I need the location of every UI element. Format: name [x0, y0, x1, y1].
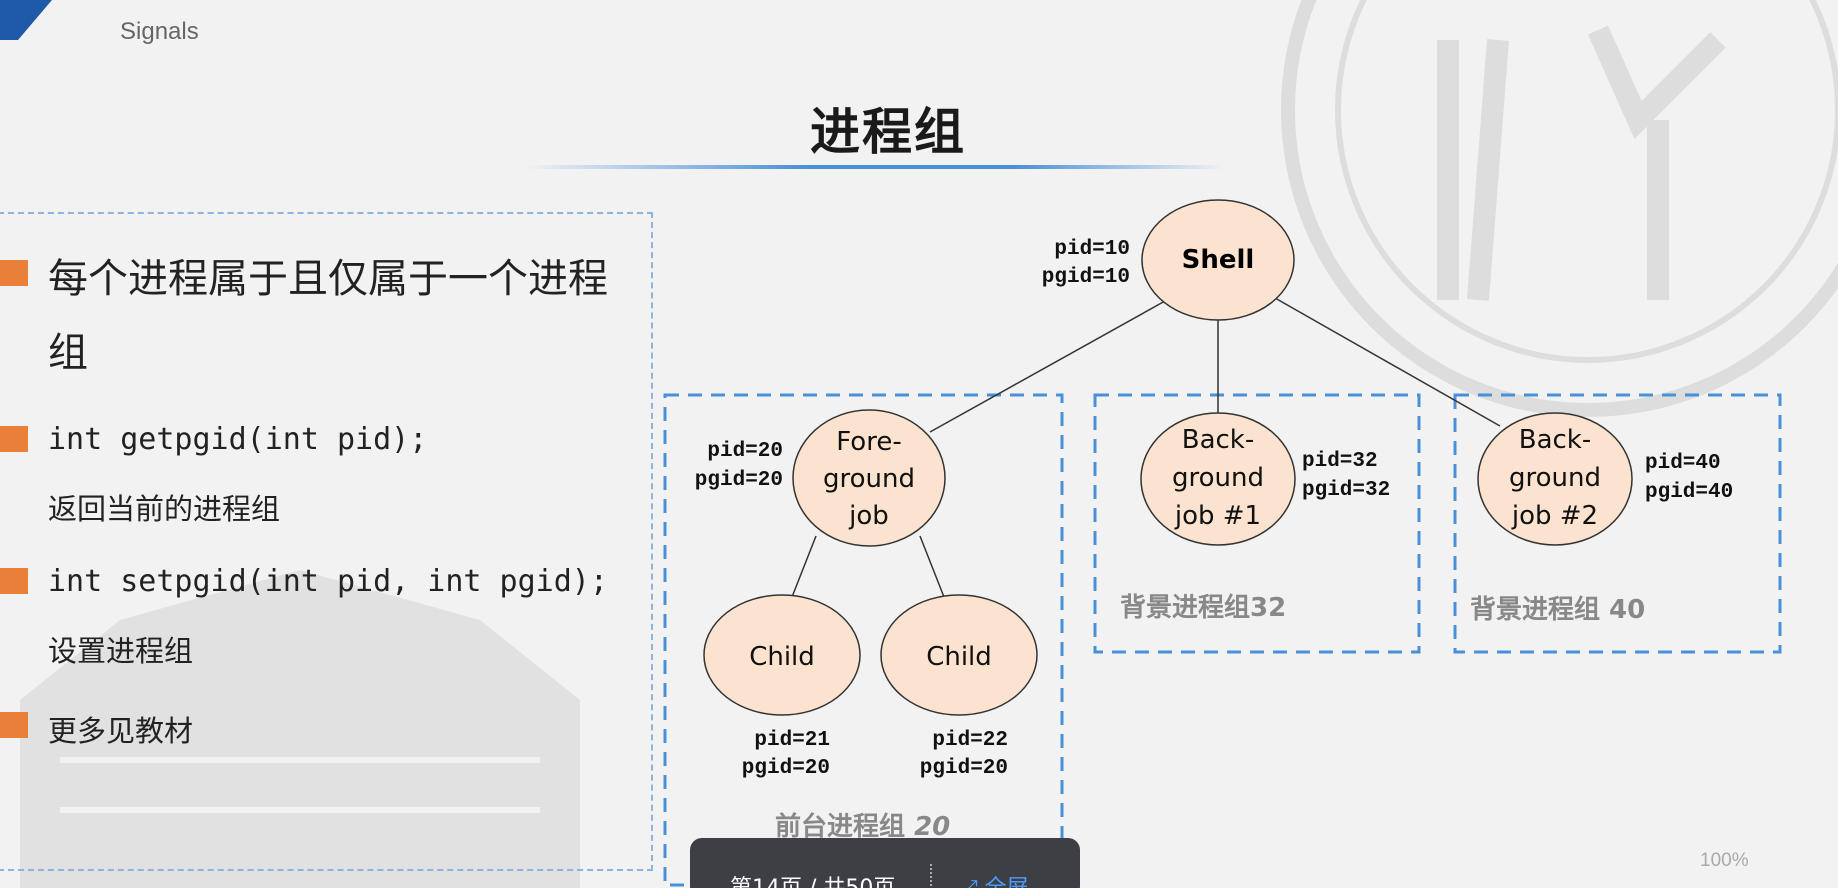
zoom-level: 100%: [1700, 850, 1749, 872]
node-shell: Shell: [1142, 200, 1294, 320]
node-child-1: Child: [704, 595, 860, 715]
pgid-label: pgid=32: [1302, 479, 1390, 502]
fullscreen-icon: ⤢: [960, 876, 978, 888]
fullscreen-label: 全屏: [985, 876, 1029, 888]
node-label: Shell: [1182, 245, 1255, 275]
node-foreground-job: Fore- ground job: [793, 410, 945, 546]
pgid-label: pgid=20: [920, 757, 1008, 780]
node-background-job-1: Back- ground job #1: [1141, 413, 1295, 545]
node-label: Child: [926, 642, 992, 672]
group-label-background-32: 背景进程组32: [1120, 592, 1286, 623]
pgid-label: pgid=40: [1645, 481, 1733, 504]
pgid-label: pgid=20: [695, 469, 783, 492]
pid-label: pid=32: [1302, 450, 1378, 473]
pid-label: pid=22: [932, 729, 1008, 752]
pgid-label: pgid=10: [1042, 266, 1130, 289]
node-child-2: Child: [881, 595, 1037, 715]
node-label: ground: [823, 464, 915, 494]
pgid-label: pgid=20: [742, 757, 830, 780]
fullscreen-button[interactable]: ⤢ 全屏: [960, 870, 1029, 888]
node-label: Back-: [1519, 425, 1592, 455]
node-label: Child: [749, 642, 815, 672]
node-label: job: [848, 501, 889, 531]
pid-label: pid=10: [1054, 238, 1130, 261]
node-label: Back-: [1182, 425, 1255, 455]
node-background-job-2: Back- ground job #2: [1478, 413, 1632, 545]
pid-label: pid=40: [1645, 452, 1721, 475]
page-indicator: 第14页 / 共50页: [730, 870, 895, 888]
page-navigator[interactable]: 第14页 / 共50页 ⤢ 全屏: [690, 838, 1080, 888]
pid-label: pid=20: [707, 440, 783, 463]
node-label: job #2: [1511, 501, 1598, 531]
node-label: Fore-: [836, 427, 901, 457]
node-label: ground: [1172, 463, 1264, 493]
node-label: job #1: [1174, 501, 1261, 531]
pid-label: pid=21: [754, 729, 830, 752]
node-label: ground: [1509, 463, 1601, 493]
group-label-background-40: 背景进程组 40: [1470, 594, 1645, 625]
pager-divider: [930, 864, 932, 888]
